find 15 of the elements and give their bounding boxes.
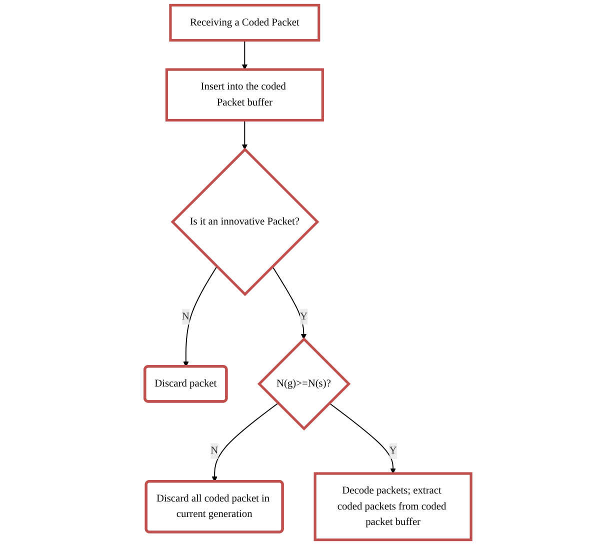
arrow <box>241 120 248 150</box>
arrow <box>211 402 278 482</box>
node-box: Receiving a Coded Packet <box>168 4 320 42</box>
arrow <box>182 266 217 367</box>
node-box: Insert into the coded Packet buffer <box>164 68 324 122</box>
arrow <box>241 40 248 70</box>
edge-label: N <box>210 445 218 456</box>
edge-label: N <box>181 310 189 322</box>
edge-label: Y <box>299 310 308 322</box>
node-box: Decode packets; extract coded packets from coded packet buffer <box>313 472 472 542</box>
edge-label: Y <box>388 445 396 456</box>
node-diamond: Is it an innovative Packet? <box>170 148 319 296</box>
arrow <box>272 266 306 340</box>
arrow <box>328 402 396 474</box>
node-diamond: N(g)>=N(s)? <box>256 337 350 431</box>
